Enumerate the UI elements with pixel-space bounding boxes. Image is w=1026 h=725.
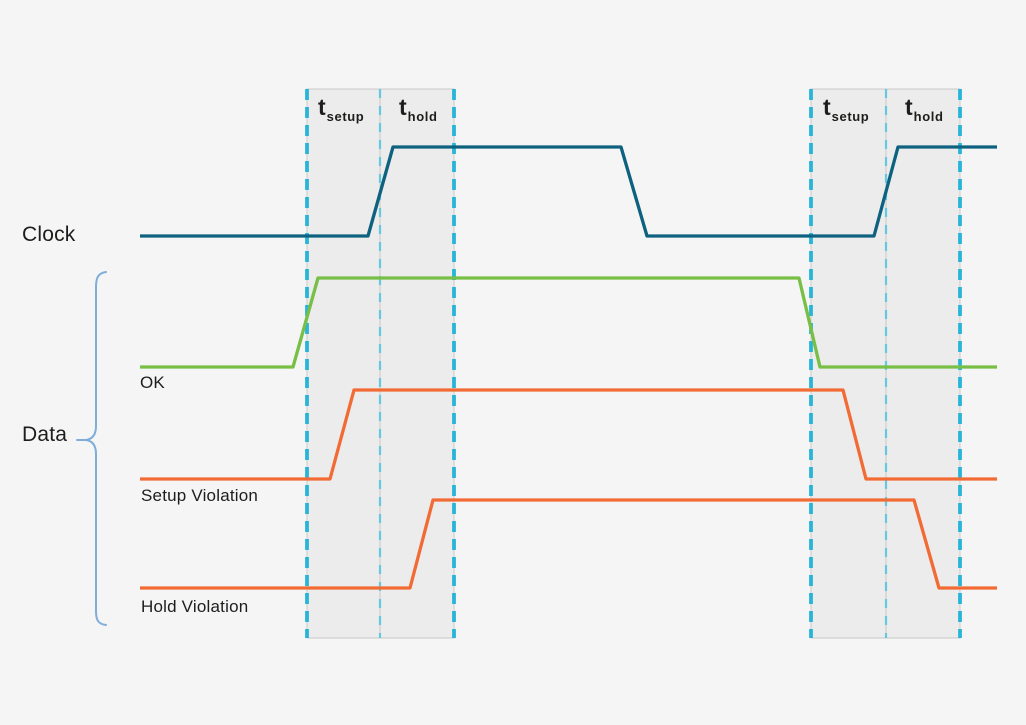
data-group-label: Data — [22, 423, 68, 446]
t-symbol: t — [318, 94, 326, 120]
t-symbol: t — [823, 94, 831, 120]
t-symbol: t — [399, 94, 407, 120]
hold-subscript: hold — [407, 109, 438, 124]
hold-violation-signal-label: Hold Violation — [141, 597, 249, 616]
t-hold-label-window1: thold — [399, 94, 438, 124]
t-setup-label-window2: tsetup — [823, 94, 870, 124]
setup-violation-signal-label: Setup Violation — [141, 486, 259, 505]
setup-subscript: setup — [326, 109, 365, 124]
t-setup-label-window1: tsetup — [318, 94, 365, 124]
t-symbol: t — [905, 94, 913, 120]
clock-signal-label: Clock — [22, 223, 76, 246]
ok-signal-label: OK — [140, 373, 165, 392]
setup-subscript: setup — [831, 109, 870, 124]
hold-subscript: hold — [913, 109, 944, 124]
t-hold-label-window2: thold — [905, 94, 944, 124]
